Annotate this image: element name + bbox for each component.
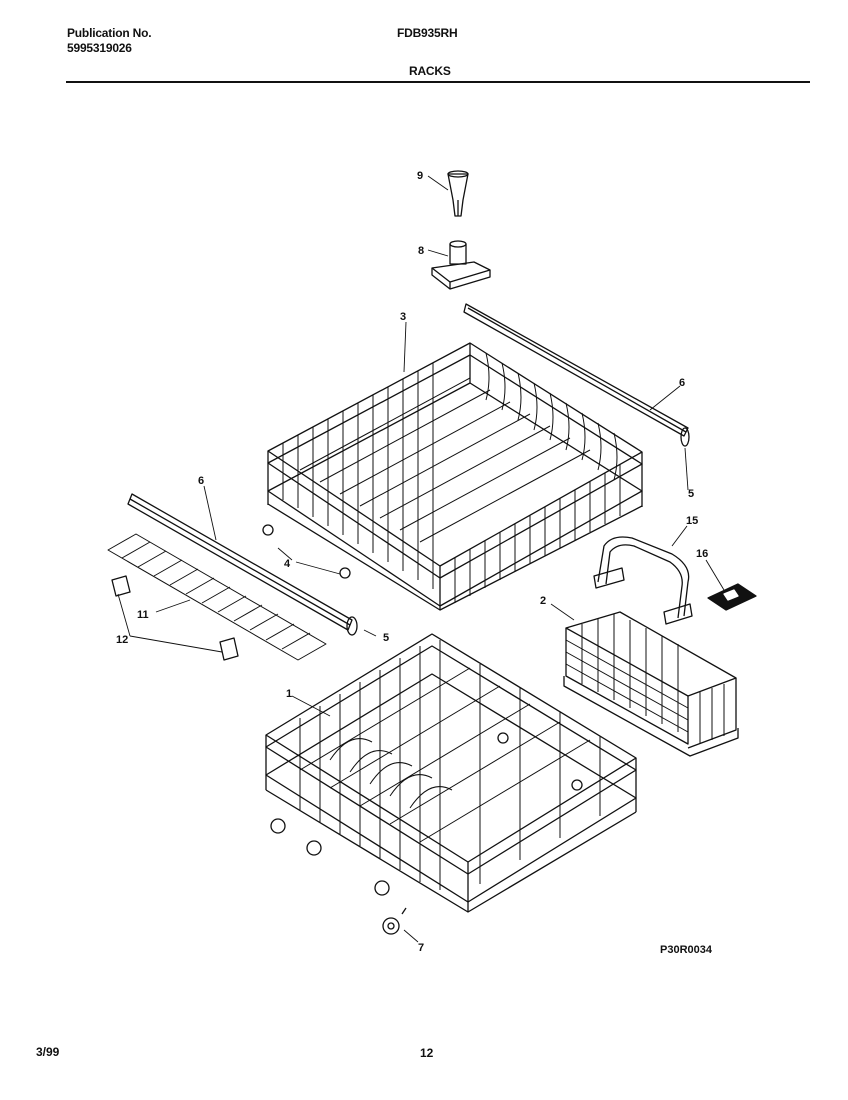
callout-8: 8 [418,245,424,257]
callout-15: 15 [686,515,698,527]
part-8-nozzle [431,240,491,290]
drawing-code: P30R0034 [660,944,712,956]
part-1-lower-rack [265,633,637,913]
callout-2: 2 [540,595,546,607]
part-5-rail-end-caps [346,427,690,636]
header-rule [66,81,810,83]
callout-5-left: 5 [383,632,389,644]
part-3-upper-rack [262,342,643,611]
callout-11: 11 [137,609,149,621]
part-2-silverware-basket [563,611,739,757]
callout-5-right: 5 [688,488,694,500]
model-number: FDB935RH [397,26,458,40]
section-title: RACKS [409,64,451,78]
callout-3: 3 [400,311,406,323]
part-9-cap [447,170,469,217]
publication-label: Publication No. [67,26,152,40]
callout-6-right: 6 [679,377,685,389]
publication-number: 5995319026 [67,41,132,55]
page-number: 12 [420,1046,434,1060]
part-7-wheel [382,907,407,935]
callout-4: 4 [284,558,291,570]
callout-7: 7 [418,942,424,954]
callout-9: 9 [417,170,423,182]
part-6-rail-right [463,303,689,437]
callout-labels: 9 8 3 6 6 5 5 4 15 16 2 11 12 1 7 [116,170,708,954]
part-15-basket-handle [593,536,693,625]
part-11-cup-shelf [107,533,327,661]
leader-lines [117,175,725,943]
callout-6-left: 6 [198,475,204,487]
part-16-label [707,583,757,611]
callout-12: 12 [116,634,128,646]
part-6-rail-left [127,493,353,631]
footer-date: 3/99 [36,1045,60,1059]
callout-16: 16 [696,548,708,560]
callout-1: 1 [286,688,292,700]
part-12-clips [111,575,239,661]
